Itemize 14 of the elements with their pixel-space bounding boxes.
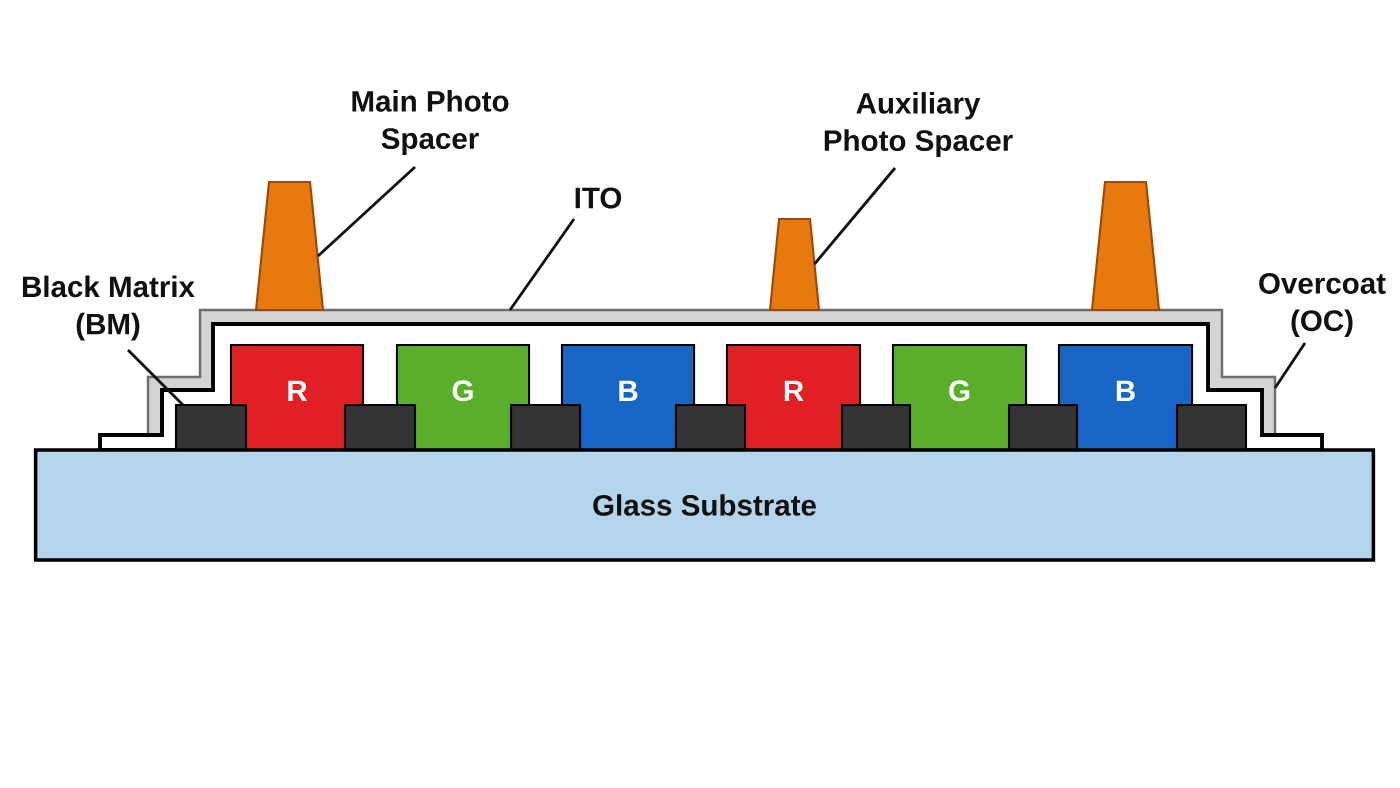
leader-line [508, 218, 576, 311]
leader-line [813, 167, 897, 265]
leader-line [127, 349, 184, 406]
photo-spacer [1090, 180, 1161, 312]
part-label: Main Photo Spacer [352, 90, 509, 155]
photo-spacer [254, 180, 325, 312]
leader-line [317, 165, 416, 258]
part-label: Auxiliary Photo Spacer [824, 92, 1013, 157]
part-label: Overcoat (OC) [1259, 273, 1386, 337]
part-label: ITO [575, 187, 622, 209]
leader-line [1273, 342, 1307, 389]
part-label: Black Matrix (BM) [23, 275, 195, 341]
glass-substrate: Glass Substrate [33, 448, 1376, 562]
photo-spacer [768, 217, 821, 312]
